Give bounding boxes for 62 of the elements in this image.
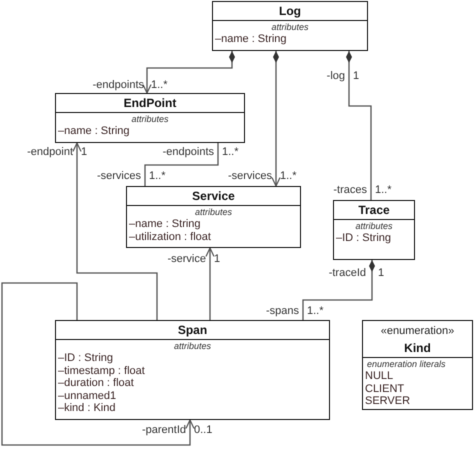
stereotype-label: «enumeration»: [380, 324, 454, 338]
literal-text: SERVER: [365, 395, 410, 408]
composition-line: [142, 51, 235, 94]
multiplicity: 1..*: [280, 170, 297, 182]
class-name: Trace: [358, 202, 390, 219]
multiplicity: 1..*: [375, 184, 392, 196]
association-line: [144, 143, 219, 186]
enumeration-box: [362, 320, 473, 410]
role-name: -endpoints: [92, 79, 144, 91]
attribute-text: –name : String: [215, 33, 287, 46]
attribute-text: –ID : String: [336, 232, 392, 244]
class-box: [55, 320, 330, 420]
multiplicity: 1..*: [149, 170, 166, 182]
role-name: -traces: [333, 184, 367, 196]
multiplicity: 1..*: [307, 305, 324, 317]
association-line: [1, 282, 195, 446]
role-name: -spans: [266, 305, 299, 317]
attribute-text: –utilization : float: [129, 230, 211, 243]
role-name: -parentId: [142, 424, 186, 436]
attribute-text: –kind : Kind: [58, 402, 116, 414]
class-box: [333, 200, 415, 260]
role-name: -log: [326, 70, 345, 82]
composition-line: [346, 51, 372, 200]
multiplicity: 1: [378, 267, 384, 279]
class-box: [126, 186, 301, 248]
compartment-label: attributes: [271, 21, 309, 33]
role-name: -traceId: [328, 267, 366, 279]
attribute-text: –duration : float: [58, 377, 134, 390]
composition-line: [302, 260, 375, 320]
composition-line: [271, 51, 281, 187]
compartment-label: attributes: [194, 206, 232, 218]
class-name: Log: [279, 3, 301, 20]
role-name: -services: [96, 170, 141, 182]
compartment-label: enumeration literals: [367, 358, 446, 370]
class-name: Service: [192, 188, 235, 205]
class-name: Kind: [404, 340, 431, 357]
class-name: Span: [178, 322, 208, 339]
association-line: [72, 142, 158, 320]
compartment-label: attributes: [131, 113, 169, 125]
attribute-text: –name : String: [129, 218, 201, 230]
multiplicity: 1: [81, 146, 88, 158]
multiplicity: 1..*: [151, 79, 168, 91]
role-name: -service: [167, 253, 206, 265]
compartment-label: attributes: [355, 220, 393, 232]
literal-text: CLIENT: [365, 382, 404, 395]
compartment-label: attributes: [174, 340, 212, 352]
multiplicity: 1: [214, 253, 220, 265]
role-name: -endpoints: [162, 146, 214, 158]
attribute-text: –timestamp : float: [58, 364, 145, 377]
class-box: [212, 1, 368, 51]
class-box: [55, 93, 245, 143]
multiplicity: 0..1: [194, 424, 212, 436]
attribute-text: –name : String: [58, 125, 130, 138]
attribute-text: –ID : String: [58, 352, 114, 364]
class-name: EndPoint: [124, 95, 176, 112]
literal-text: NULL: [365, 370, 394, 382]
multiplicity: 1: [353, 70, 360, 82]
association-line: [205, 247, 215, 320]
attribute-text: –unnamed1: [58, 390, 116, 402]
multiplicity: 1..*: [222, 146, 239, 158]
role-name: -endpoint: [27, 146, 73, 158]
role-name: -services: [228, 170, 272, 182]
